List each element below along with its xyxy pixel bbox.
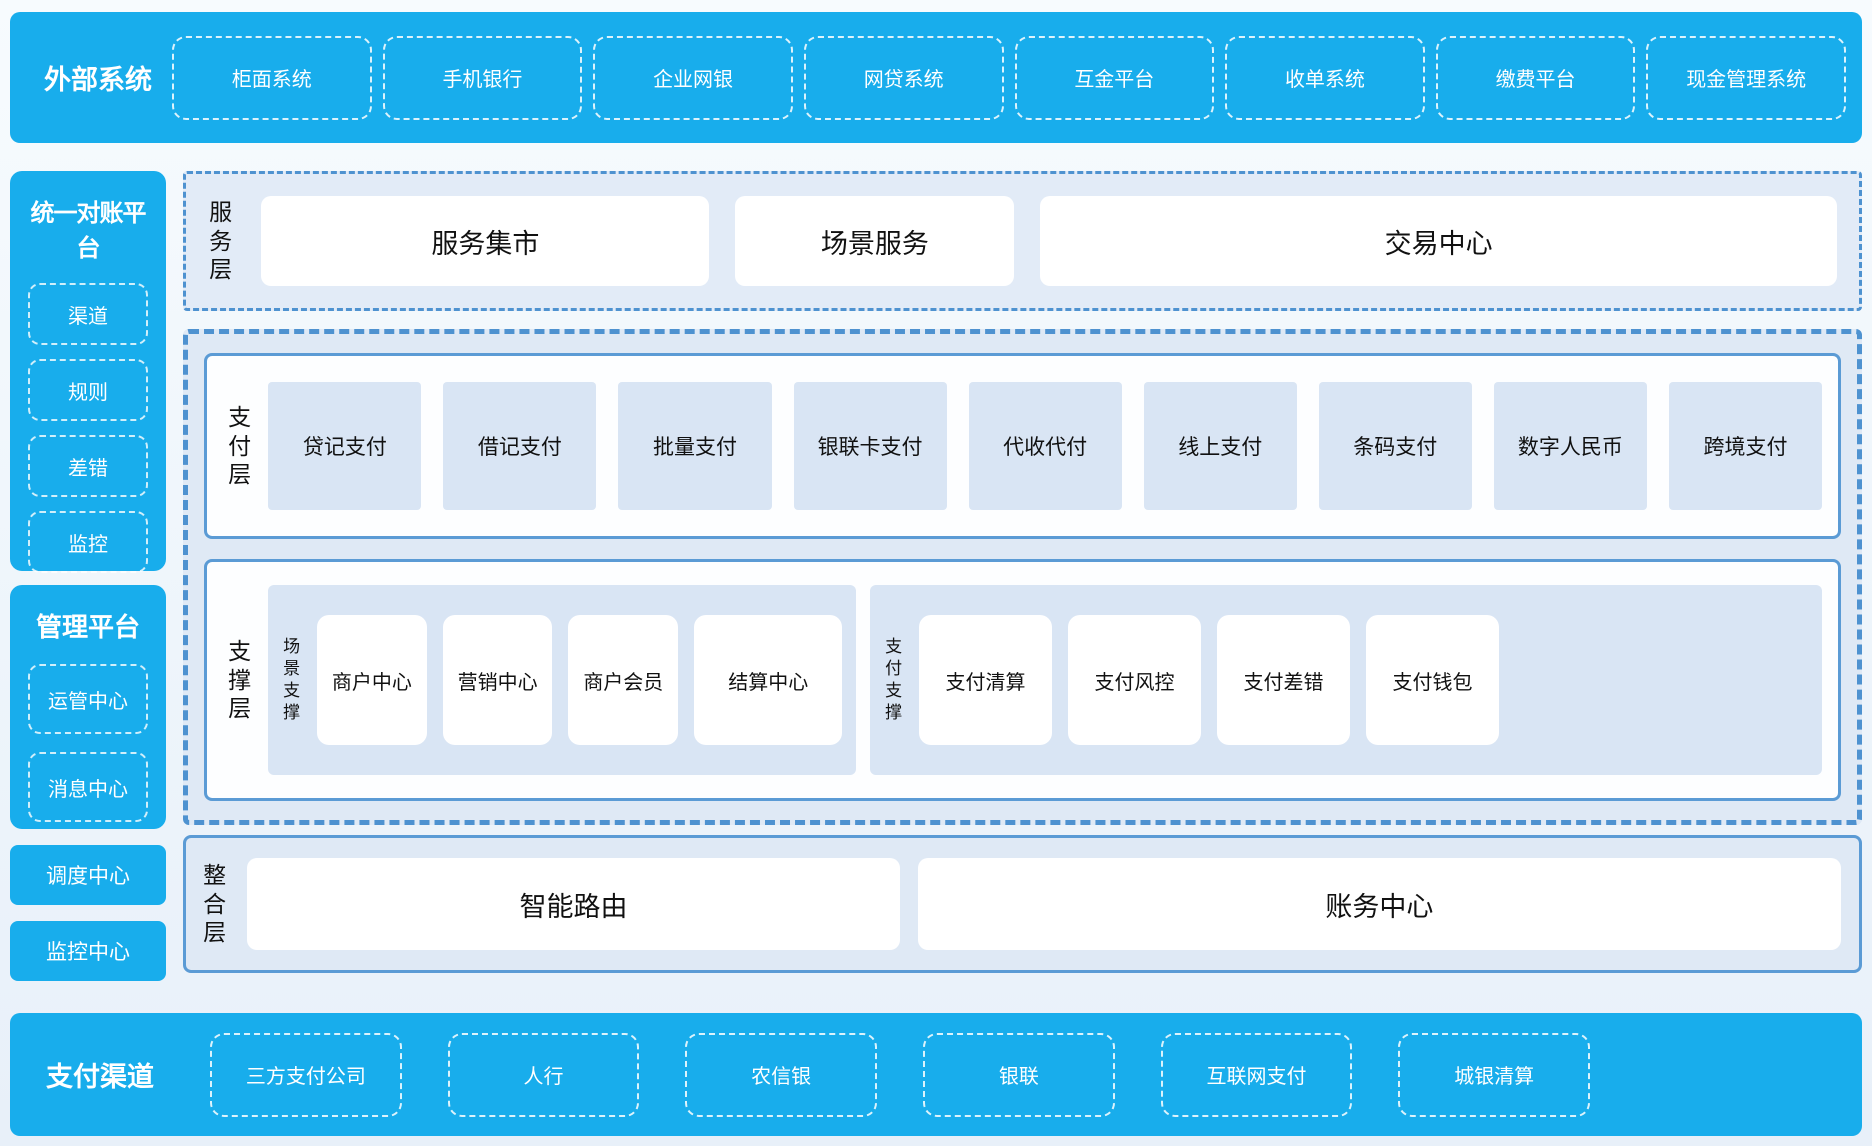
management-platform-card: 管理平台 运管中心 消息中心 (10, 585, 166, 829)
payment-item: 贷记支付 (268, 382, 421, 510)
dispatch-center-box: 调度中心 (10, 845, 166, 905)
external-system-item: 现金管理系统 (1646, 36, 1846, 120)
service-layer-label: 服务层 (208, 198, 233, 284)
reconciliation-item: 差错 (28, 435, 148, 497)
integration-layer: 整合层 智能路由 账务中心 (183, 835, 1862, 973)
service-layer: 服务层 服务集市 场景服务 交易中心 (183, 171, 1862, 311)
service-box: 交易中心 (1040, 196, 1837, 286)
payment-channel-item: 人行 (448, 1033, 640, 1117)
payment-support-box: 支付清算 (919, 615, 1052, 745)
main-layers: 服务层 服务集市 场景服务 交易中心 支付层 贷记支付 借记支付 批量支付 银联… (183, 171, 1862, 981)
support-layer: 支撑层 场景支撑 商户中心 营销中心 商户会员 结算中心 支付支撑 支付清算 (204, 559, 1841, 801)
scene-support-label: 场景支撑 (282, 636, 301, 724)
payment-item: 代收代付 (969, 382, 1122, 510)
payment-support-panel: 支付支撑 支付清算 支付风控 支付差错 支付钱包 (870, 585, 1822, 775)
payment-channel-item: 银联 (923, 1033, 1115, 1117)
reconciliation-item: 规则 (28, 359, 148, 421)
external-systems-bar: 外部系统 柜面系统 手机银行 企业网银 网贷系统 互金平台 收单系统 缴费平台 … (10, 12, 1862, 143)
external-system-item: 缴费平台 (1436, 36, 1636, 120)
payment-support-box: 支付风控 (1068, 615, 1201, 745)
external-system-item: 网贷系统 (804, 36, 1004, 120)
management-platform-title: 管理平台 (22, 607, 154, 644)
external-systems-title: 外部系统 (44, 58, 152, 97)
payment-layer: 支付层 贷记支付 借记支付 批量支付 银联卡支付 代收代付 线上支付 条码支付 … (204, 353, 1841, 539)
payment-item: 线上支付 (1144, 382, 1297, 510)
external-system-item: 收单系统 (1225, 36, 1425, 120)
scene-support-box: 结算中心 (694, 615, 842, 745)
external-system-item: 企业网银 (593, 36, 793, 120)
external-system-item: 手机银行 (383, 36, 583, 120)
monitor-center-box: 监控中心 (10, 921, 166, 981)
external-system-item: 互金平台 (1015, 36, 1215, 120)
payment-channels-items: 三方支付公司 人行 农信银 银联 互联网支付 城银清算 (210, 1033, 1590, 1117)
scene-support-box: 商户中心 (317, 615, 427, 745)
payment-support-container: 支付层 贷记支付 借记支付 批量支付 银联卡支付 代收代付 线上支付 条码支付 … (183, 329, 1862, 825)
integration-layer-boxes: 智能路由 账务中心 (247, 858, 1841, 950)
reconciliation-item: 渠道 (28, 283, 148, 345)
reconciliation-platform-title: 统一对账平台 (22, 193, 154, 263)
reconciliation-item: 监控 (28, 511, 148, 573)
scene-support-box: 营销中心 (443, 615, 553, 745)
reconciliation-platform-card: 统一对账平台 渠道 规则 差错 监控 (10, 171, 166, 571)
payment-item: 条码支付 (1319, 382, 1472, 510)
payment-item: 借记支付 (443, 382, 596, 510)
scene-support-panel: 场景支撑 商户中心 营销中心 商户会员 结算中心 (268, 585, 856, 775)
external-system-item: 柜面系统 (172, 36, 372, 120)
middle-region: 统一对账平台 渠道 规则 差错 监控 管理平台 运管中心 消息中心 调度中心 监… (10, 171, 1862, 981)
payment-channel-item: 三方支付公司 (210, 1033, 402, 1117)
service-layer-boxes: 服务集市 场景服务 交易中心 (261, 196, 1837, 286)
sidebar: 统一对账平台 渠道 规则 差错 监控 管理平台 运管中心 消息中心 调度中心 监… (10, 171, 166, 981)
payment-channel-item: 农信银 (685, 1033, 877, 1117)
management-item: 运管中心 (28, 664, 148, 734)
scene-support-box: 商户会员 (568, 615, 678, 745)
payment-support-box: 支付钱包 (1366, 615, 1499, 745)
service-box: 场景服务 (735, 196, 1014, 286)
support-layer-label: 支撑层 (227, 637, 252, 723)
payment-channels-title: 支付渠道 (46, 1055, 154, 1094)
payment-layer-label: 支付层 (227, 403, 252, 489)
integration-layer-label: 整合层 (202, 861, 227, 947)
payment-support-label: 支付支撑 (884, 636, 903, 724)
management-item: 消息中心 (28, 752, 148, 822)
payment-item: 批量支付 (618, 382, 771, 510)
service-box: 服务集市 (261, 196, 709, 286)
payment-channels-bar: 支付渠道 三方支付公司 人行 农信银 银联 互联网支付 城银清算 (10, 1013, 1862, 1136)
payment-item: 跨境支付 (1669, 382, 1822, 510)
payment-support-box: 支付差错 (1217, 615, 1350, 745)
external-systems-items: 柜面系统 手机银行 企业网银 网贷系统 互金平台 收单系统 缴费平台 现金管理系… (172, 36, 1846, 120)
payment-item: 数字人民币 (1494, 382, 1647, 510)
payment-channel-item: 互联网支付 (1161, 1033, 1353, 1117)
payment-item: 银联卡支付 (794, 382, 947, 510)
integration-box: 账务中心 (918, 858, 1841, 950)
payment-channel-item: 城银清算 (1398, 1033, 1590, 1117)
payment-layer-items: 贷记支付 借记支付 批量支付 银联卡支付 代收代付 线上支付 条码支付 数字人民… (268, 382, 1822, 510)
support-layer-groups: 场景支撑 商户中心 营销中心 商户会员 结算中心 支付支撑 支付清算 支付风控 … (268, 585, 1822, 775)
integration-box: 智能路由 (247, 858, 899, 950)
